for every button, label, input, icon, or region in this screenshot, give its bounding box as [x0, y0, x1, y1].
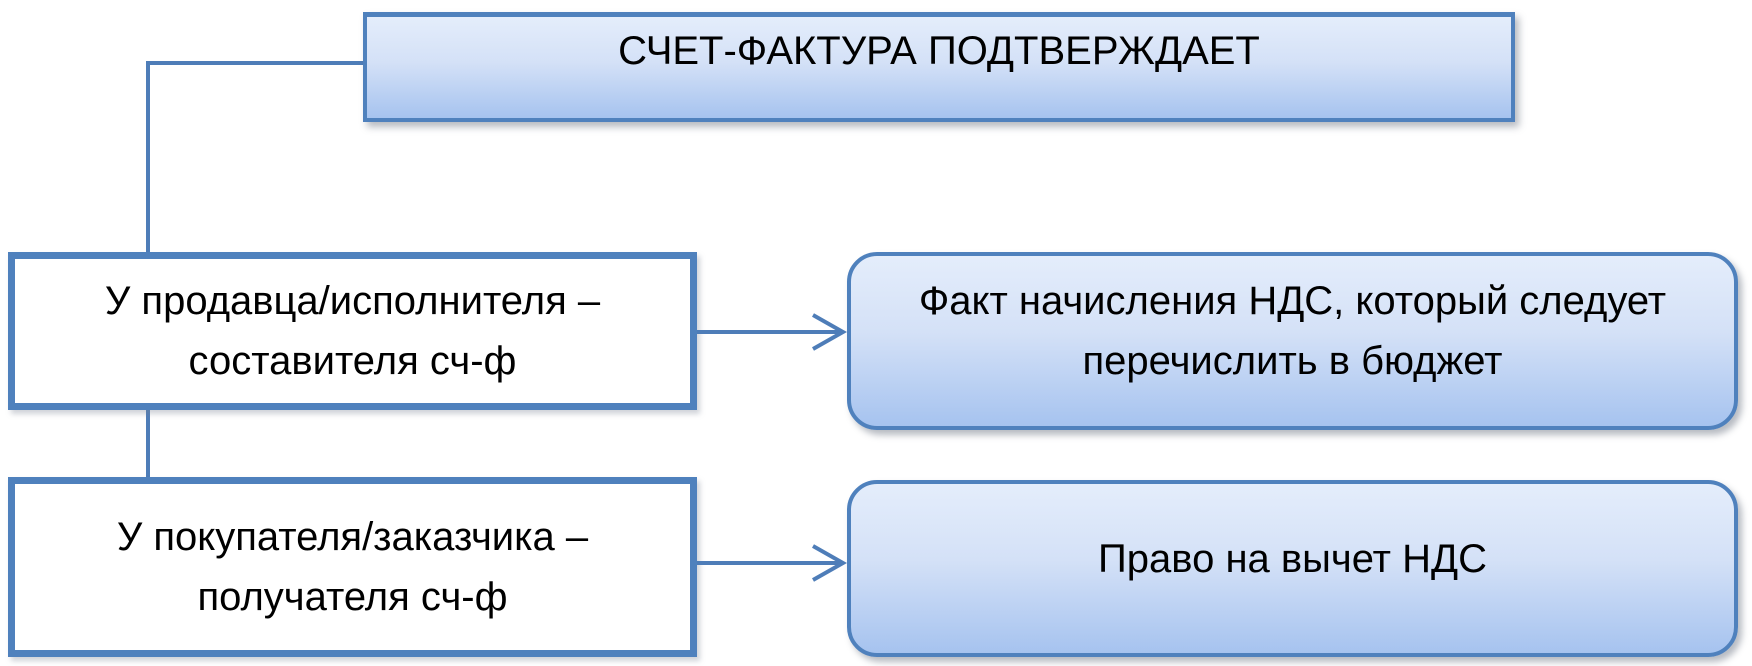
vat-deduction-box: Право на вычет НДС [847, 480, 1738, 657]
buyer-box-line2: получателя сч-ф [197, 575, 508, 619]
buyer-box-line1: У покупателя/заказчика – [116, 515, 589, 559]
vat-accrual-line1: Факт начисления НДС, который следует [918, 279, 1667, 323]
vat-accrual-box: Факт начисления НДС, который следует пер… [847, 252, 1738, 430]
seller-box-line2: составителя сч-ф [188, 339, 517, 383]
title-elbow-connector-vertical [146, 61, 150, 252]
seller-box-line1: У продавца/исполнителя – [104, 279, 601, 323]
buyer-box: У покупателя/заказчика – получателя сч-ф [8, 477, 697, 657]
title-elbow-connector-horizontal [148, 61, 363, 65]
title-box: СЧЕТ-ФАКТУРА ПОДТВЕРЖДАЕТ [363, 12, 1515, 122]
arrow-right-connector-buyer [697, 544, 847, 582]
vat-deduction-line1: Право на вычет НДС [1098, 536, 1487, 581]
title-box-label: СЧЕТ-ФАКТУРА ПОДТВЕРЖДАЕТ [618, 28, 1260, 73]
seller-box: У продавца/исполнителя – составителя сч-… [8, 252, 697, 410]
vat-accrual-line2: перечислить в бюджет [1082, 339, 1503, 383]
seller-to-buyer-connector [146, 410, 150, 480]
arrow-right-connector-seller [697, 313, 847, 351]
